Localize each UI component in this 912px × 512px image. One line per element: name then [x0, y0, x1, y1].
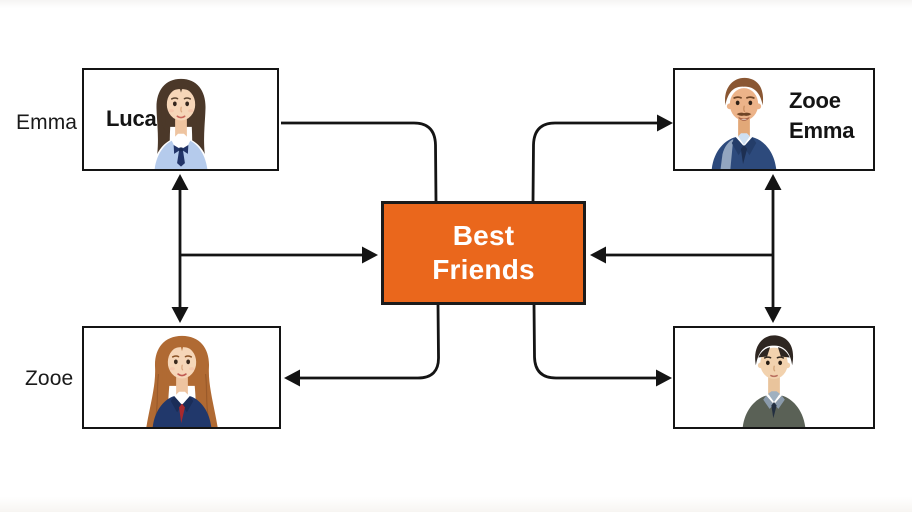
best-friends-label-line1: Best [452, 220, 515, 251]
arrowhead-into-center-left [362, 246, 378, 264]
outer-label-emma: Emma [16, 111, 78, 134]
arrowhead-left-up [171, 174, 189, 190]
edge-center-to-topright [531, 121, 658, 203]
arrowhead-into-bottomleft [284, 369, 300, 387]
inner-label-luca: Luca [106, 106, 157, 131]
inner-label-emma-line: Emma [789, 118, 855, 143]
node-young-man [673, 326, 875, 429]
arrowhead-into-topright [657, 114, 673, 132]
outer-label-zooe: Zooe [25, 367, 74, 390]
node-zooe [82, 326, 281, 429]
edge-center-to-bottomright [532, 303, 657, 380]
node-best-friends: Best Friends [381, 201, 586, 305]
edge-topleft-to-center [281, 121, 438, 203]
portrait-young-man-green-vest-icon [742, 335, 806, 427]
portrait-woman-auburn-hair-icon [145, 335, 218, 427]
arrowhead-right-down [764, 307, 782, 323]
node-luca: Luca [82, 68, 279, 171]
edge-center-to-bottomleft [299, 303, 440, 380]
arrowhead-right-up [764, 174, 782, 190]
arrowhead-into-center-right [590, 246, 606, 264]
portrait-young-woman-blue-vest-icon [152, 78, 209, 169]
best-friends-label-line2: Friends [432, 254, 535, 285]
arrowheads [171, 114, 782, 387]
portrait-man-mustache-suit-icon [711, 77, 777, 169]
inner-label-zooe-emma: Zooe Emma [789, 86, 854, 146]
arrowhead-into-bottomright [656, 369, 672, 387]
arrowhead-left-down [171, 307, 189, 323]
inner-label-zooe-line: Zooe [789, 88, 841, 113]
node-zooe-emma: Zooe Emma [673, 68, 875, 171]
